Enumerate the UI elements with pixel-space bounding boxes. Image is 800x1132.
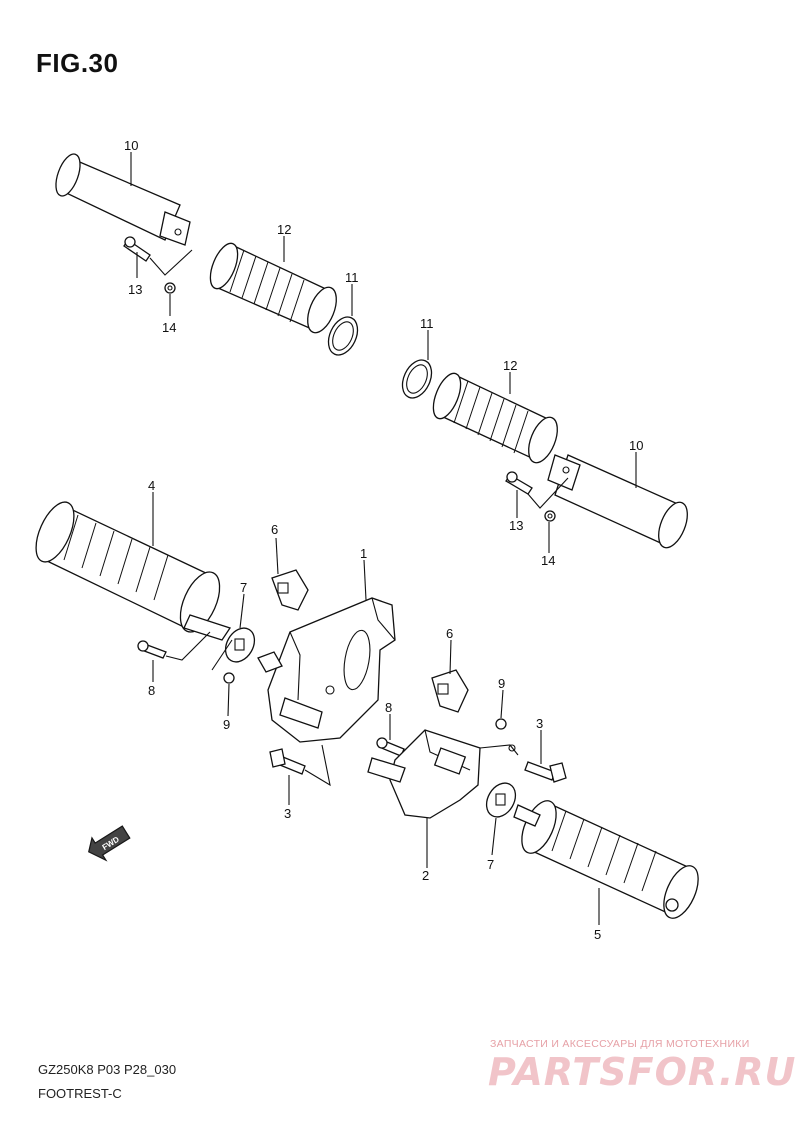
callout-9: 9 [498,676,505,691]
bolt-8-right [376,737,405,757]
pillion-footrest-peg-left [55,153,191,246]
washer-7-left [224,627,256,663]
bolt-3-left [269,748,306,775]
callout-14: 14 [162,320,176,335]
nut-9-left [223,672,235,684]
footrest-rider-left [35,501,232,641]
washer-14-left [164,282,176,294]
pillion-footrest-peg-right [547,454,688,549]
footrest-bracket-left [267,597,396,743]
ring-11-left [327,316,359,356]
callout-2: 2 [422,868,429,883]
callout-7: 7 [487,857,494,872]
callout-6: 6 [271,522,278,537]
bolt-13-right [505,471,533,495]
callout-1: 1 [360,546,367,561]
callout-9: 9 [223,717,230,732]
callout-10: 10 [629,438,643,453]
callout-4: 4 [148,478,155,493]
assembly-line [304,744,331,787]
bolt-13-left [123,236,151,262]
plate-square-left [257,651,283,673]
callout-12: 12 [503,358,517,373]
callout-11: 11 [420,316,434,331]
callout-3: 3 [536,716,543,731]
footrest-bracket-right [367,729,519,819]
assembly-line [527,477,569,509]
figure-title: FIG.30 [36,48,119,78]
callout-12: 12 [277,222,291,237]
callout-3: 3 [284,806,291,821]
washer-14-right [544,510,556,522]
callout-11: 11 [345,270,359,285]
leader-lines [130,152,637,925]
watermark-logo: PARTSFOR.RU [488,1050,797,1094]
callouts: 10 12 11 13 14 11 12 10 13 14 4 6 1 7 8 … [124,138,643,942]
callout-5: 5 [594,927,601,942]
footrest-rider-right [513,800,699,919]
callout-13: 13 [128,282,142,297]
ring-11-right [401,359,433,399]
nut-9-right [495,718,507,730]
model-code: GZ250K8 P03 P28_030 [38,1062,177,1077]
callout-8: 8 [385,700,392,715]
callout-6: 6 [446,626,453,641]
footrest-rubber-left [209,242,337,334]
callout-7: 7 [240,580,247,595]
clip-6-left [271,569,309,611]
watermark-tagline: ЗАПЧАСТИ И АКСЕССУАРЫ ДЛЯ МОТОТЕХНИКИ [490,1038,750,1050]
callout-13: 13 [509,518,523,533]
assembly-line [165,631,233,671]
callout-10: 10 [124,138,138,153]
callout-14: 14 [541,553,555,568]
washer-7-right [485,782,517,818]
forward-direction-arrow: FWD [88,825,131,862]
bolt-8-left [137,640,167,659]
callout-8: 8 [148,683,155,698]
clip-6-right [431,669,469,713]
bolt-3-right [524,761,567,783]
assembly-line [149,249,193,276]
part-group-name: FOOTREST-C [38,1086,122,1101]
footrest-rubber-right [432,372,558,464]
